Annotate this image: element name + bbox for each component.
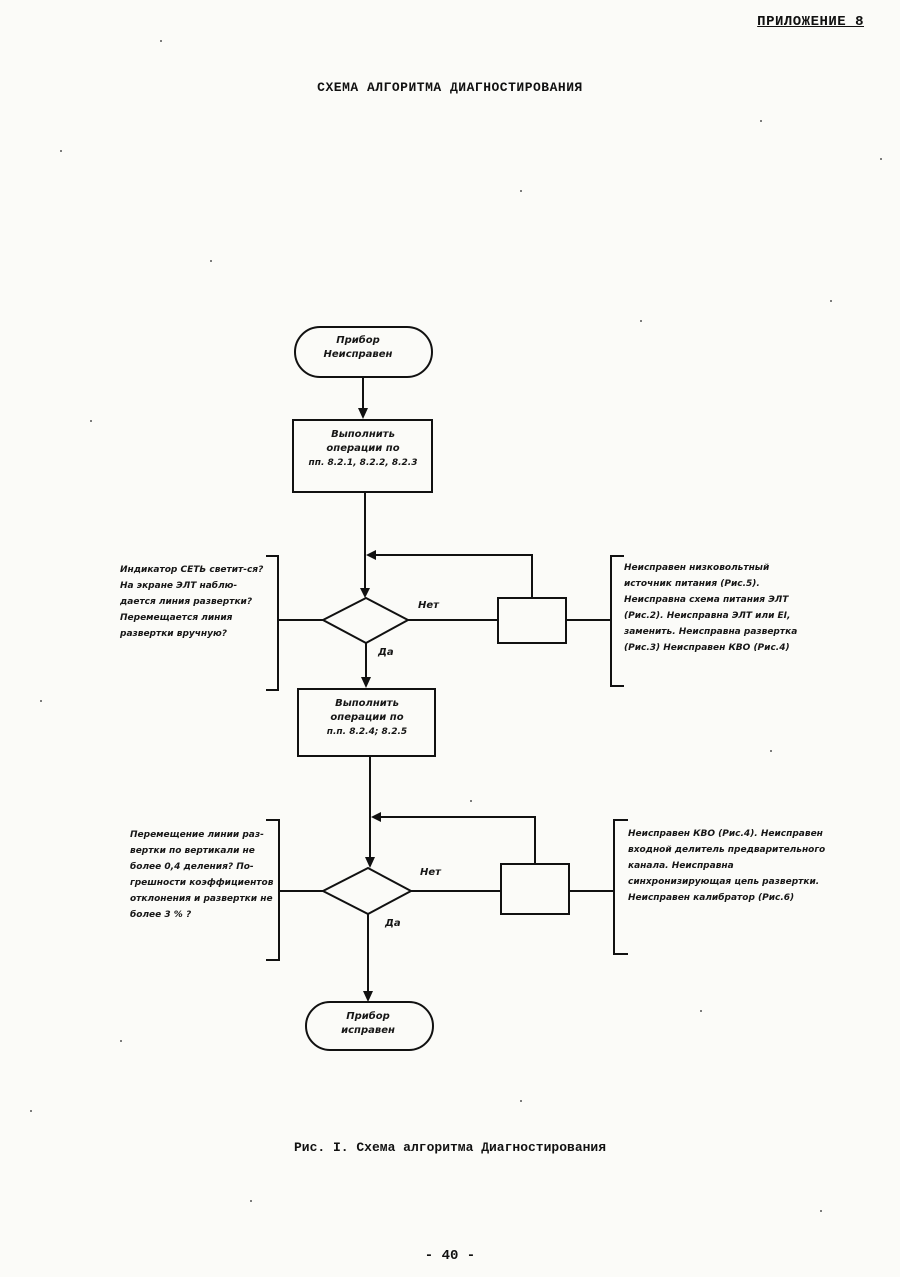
- arrowhead: [358, 408, 368, 419]
- step2-line3: п.п. 8.2.4; 8.2.5: [326, 727, 408, 737]
- decision1-no-label: Нет: [418, 600, 439, 611]
- decision1-yes-label: Да: [378, 647, 394, 658]
- step2-process-box: [297, 688, 436, 757]
- decision1-bracket: [266, 555, 279, 691]
- step2-line1: Выполнить: [335, 698, 399, 709]
- step1-line3: пп. 8.2.1, 8.2.2, 8.2.3: [308, 458, 418, 468]
- page-title: СХЕМА АЛГОРИТМА ДИАГНОСТИРОВАНИЯ: [317, 80, 583, 95]
- end-label: Прибор исправен: [341, 1011, 395, 1036]
- fault2-bracket: [613, 819, 628, 955]
- step2-line2: операции по: [330, 712, 404, 723]
- appendix-header: ПРИЛОЖЕНИЕ 8: [757, 14, 864, 30]
- decision1-check-box: [497, 597, 567, 644]
- decision1-question: Индикатор СЕТЬ светит-ся? На экране ЭЛТ …: [120, 565, 264, 639]
- end-terminator: [305, 1001, 434, 1051]
- arrowhead: [363, 991, 373, 1002]
- step1-line1: Выполнить: [331, 429, 395, 440]
- step1-process-box: [292, 419, 433, 493]
- decision1-loop: [376, 554, 533, 598]
- decision2-yes-label: Да: [385, 918, 401, 929]
- step1-label: Выполнить операции по пп. 8.2.1, 8.2.2, …: [298, 428, 428, 470]
- step1-line2: операции по: [326, 443, 400, 454]
- fault1-text: Неисправен низковольтный источник питани…: [624, 563, 798, 653]
- start-label: Прибор Неисправен: [323, 335, 393, 360]
- decision2-no-label: Нет: [420, 867, 441, 878]
- page-number: - 40 -: [424, 1248, 476, 1264]
- arrowhead: [361, 677, 371, 688]
- decision2-diamond: [320, 866, 414, 916]
- decision1-diamond: [320, 596, 411, 645]
- decision2-loop: [381, 816, 536, 864]
- step2-label: Выполнить операции по п.п. 8.2.4; 8.2.5: [303, 697, 431, 739]
- figure-caption: Рис. I. Схема алгоритма Диагностирования: [293, 1140, 607, 1155]
- arrowhead: [360, 588, 370, 598]
- fault2-text: Неисправен КВО (Рис.4). Неисправен входн…: [628, 829, 826, 903]
- arrowhead: [365, 857, 375, 868]
- decision2-check-box: [500, 863, 570, 915]
- arrowhead: [366, 550, 376, 560]
- arrowhead: [371, 812, 381, 822]
- decision2-question: Перемещение линии раз-вертки по вертикал…: [130, 830, 274, 920]
- fault1-bracket: [610, 555, 624, 687]
